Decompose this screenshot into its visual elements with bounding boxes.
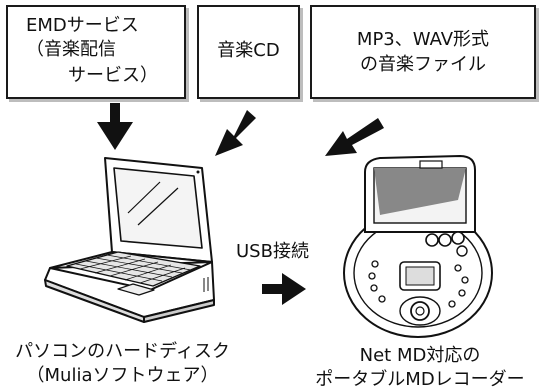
arrow-emd-to-pc <box>97 103 133 150</box>
pc-label-line2: （Muliaソフトウェア） <box>26 365 219 386</box>
arrow-usb <box>262 273 306 305</box>
recorder-label-line2: ポータブルMDレコーダー <box>315 369 525 390</box>
files-line2: の音楽ファイル <box>360 54 486 75</box>
emd-line1: EMDサービス <box>26 15 139 36</box>
laptop-icon <box>44 157 215 323</box>
pc-label-line1: パソコンのハードディスク <box>15 341 230 362</box>
cd-label: 音楽CD <box>217 40 280 61</box>
music-files-box: MP3、WAV形式 の音楽ファイル <box>310 5 536 99</box>
arrow-cd-to-pc <box>215 110 256 156</box>
usb-connection-label: USB接続 <box>236 241 309 262</box>
emd-line2: （音楽配信 <box>26 39 116 60</box>
recorder-label-line1: Net MD対応の <box>359 345 481 366</box>
arrow-files-to-recorder <box>325 118 384 156</box>
emd-service-box: EMDサービス （音楽配信 サービス） <box>6 5 186 99</box>
files-line1: MP3、WAV形式 <box>356 29 490 50</box>
music-cd-box: 音楽CD <box>197 5 300 99</box>
emd-line3: サービス） <box>68 65 158 86</box>
md-recorder-icon <box>343 154 493 338</box>
